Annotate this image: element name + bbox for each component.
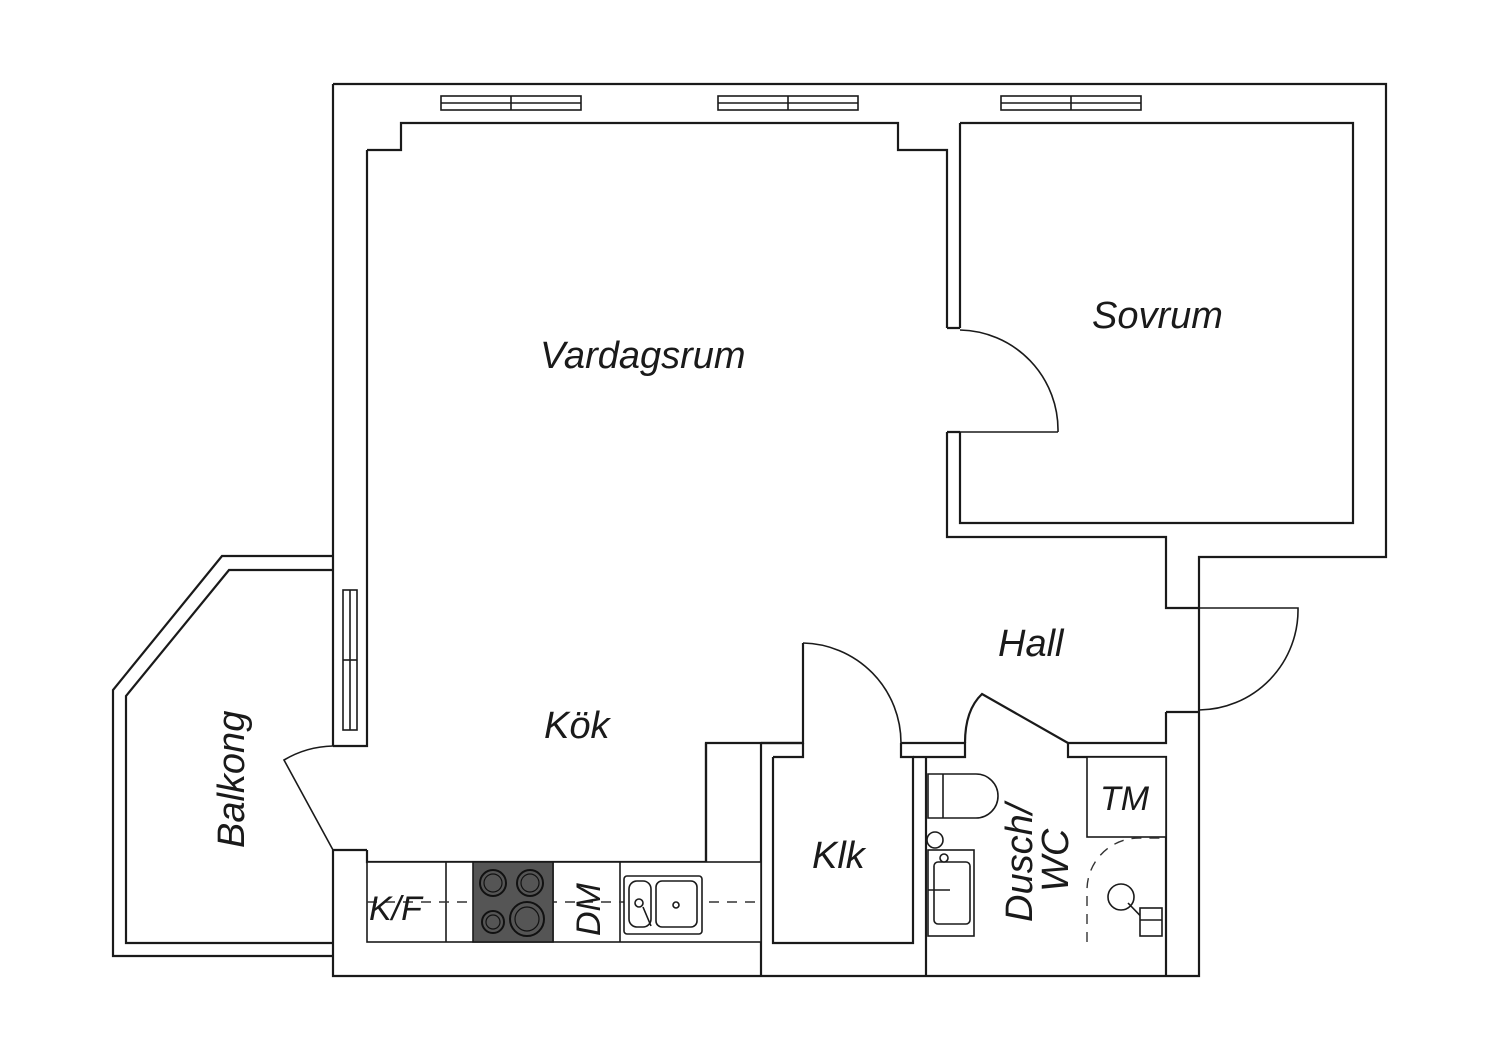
sovrum-walls bbox=[945, 121, 1355, 610]
windows bbox=[342, 95, 1142, 731]
room-label-vardagsrum: Vardagsrum bbox=[540, 335, 746, 377]
klk-door bbox=[802, 642, 902, 744]
bathroom-sink bbox=[926, 831, 975, 937]
room-label-hall: Hall bbox=[998, 623, 1065, 665]
fixture-label-kf: K/F bbox=[369, 890, 424, 928]
shower bbox=[1086, 837, 1166, 942]
room-label-klk: Klk bbox=[812, 835, 867, 877]
tm-cabinet bbox=[1086, 756, 1167, 838]
toilet bbox=[927, 773, 999, 819]
room-label-balkong: Balkong bbox=[211, 711, 253, 848]
fixture-label-tm: TM bbox=[1100, 780, 1150, 818]
kitchen-sink bbox=[623, 875, 703, 935]
room-label-kok: Kök bbox=[544, 705, 611, 747]
outer-walls bbox=[331, 82, 1388, 978]
balcony bbox=[111, 554, 334, 958]
room-label-dusch-wc-line1: Dusch/ bbox=[999, 800, 1041, 922]
room-label-dusch-wc-line2: WC bbox=[1035, 828, 1077, 892]
stove bbox=[472, 861, 554, 943]
room-label-sovrum: Sovrum bbox=[1092, 295, 1223, 337]
sovrum-door bbox=[959, 329, 1059, 433]
fixture-label-dm: DM bbox=[570, 882, 608, 936]
